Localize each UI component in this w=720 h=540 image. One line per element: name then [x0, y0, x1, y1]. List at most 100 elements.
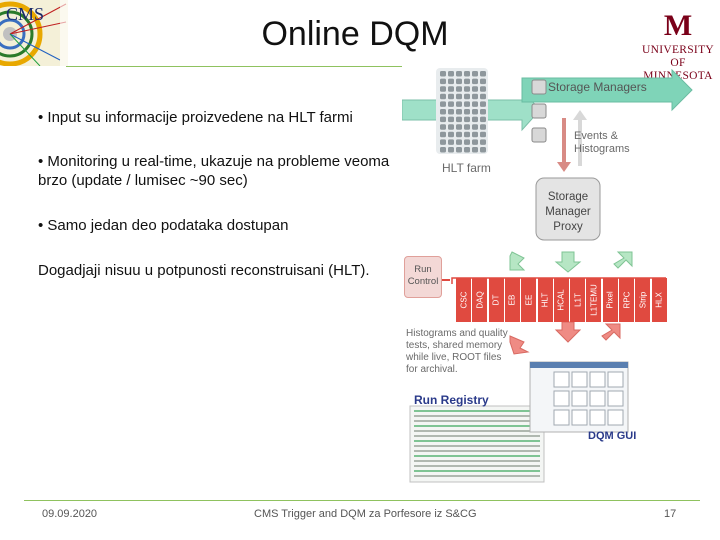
registry-row	[414, 420, 540, 422]
bullet-input: • Input su informacije proizvedene na HL…	[38, 109, 353, 126]
farm-node	[472, 109, 478, 115]
events-histograms-label: Events & Histograms	[574, 130, 630, 155]
farm-node	[440, 147, 446, 153]
farm-node	[480, 116, 486, 123]
detector-l1t: L1T	[570, 278, 586, 322]
farm-node	[440, 116, 446, 123]
dqm-diagram: Storage Managers Events & Histograms HLT…	[402, 66, 720, 486]
farm-node	[456, 78, 462, 85]
farm-node	[480, 109, 486, 115]
farm-node	[480, 147, 486, 153]
farm-node	[464, 139, 470, 145]
gui-plot	[607, 409, 624, 426]
farm-node	[472, 116, 478, 123]
farm-node	[464, 131, 470, 138]
gui-plot	[607, 390, 624, 407]
detector-label: EB	[507, 294, 517, 306]
farm-node	[456, 86, 462, 92]
farm-node	[464, 93, 470, 100]
farm-node	[448, 71, 454, 77]
run-registry-label: Run Registry	[414, 393, 489, 407]
detector-label: L1T	[573, 293, 583, 307]
farm-node	[456, 101, 462, 107]
footer-title: CMS Trigger and DQM za Porfesore iz S&CG	[254, 508, 477, 520]
farm-node	[456, 109, 462, 115]
bullet-monitoring: • Monitoring u real-time, ukazuje na pro…	[38, 153, 390, 189]
arrow-green-left	[509, 251, 526, 271]
farm-node	[456, 93, 462, 100]
farm-node	[464, 78, 470, 85]
farm-node	[464, 86, 470, 92]
farm-node	[456, 124, 462, 130]
detector-daq: DAQ	[472, 278, 488, 322]
cms-logo-text: CMS	[6, 4, 45, 24]
detector-hlt: HLT	[537, 278, 553, 322]
detector-dt: DT	[488, 278, 504, 322]
arrow-green-right	[613, 251, 633, 269]
big-arrow-to-storage	[521, 68, 693, 112]
gui-plot	[553, 390, 570, 407]
farm-node	[472, 78, 478, 85]
farm-node	[472, 93, 478, 100]
gui-plot	[589, 409, 606, 426]
dqm-gui-label: DQM GUI	[588, 430, 637, 442]
farm-node	[480, 124, 486, 130]
registry-row	[414, 470, 540, 472]
detector-label: Strip	[638, 291, 648, 309]
registry-row	[414, 475, 540, 477]
farm-node	[440, 109, 446, 115]
farm-node	[456, 71, 462, 77]
detector-label: DT	[491, 294, 501, 306]
farm-node	[472, 131, 478, 138]
farm-node	[464, 147, 470, 153]
farm-node	[472, 86, 478, 92]
farm-node	[480, 139, 486, 145]
detector-rpc: RPC	[619, 278, 634, 322]
detector-pixel: Pixel	[602, 278, 618, 322]
farm-node	[464, 116, 470, 123]
farm-node	[440, 101, 446, 107]
run-registry-rows	[414, 410, 540, 477]
gui-plot	[571, 409, 588, 426]
detector-label: Pixel	[605, 291, 615, 309]
registry-row	[414, 435, 540, 437]
farm-node	[464, 124, 470, 130]
farm-node	[456, 131, 462, 138]
dqm-gui-plots	[553, 371, 624, 426]
farm-node	[440, 93, 446, 100]
gui-plot	[553, 409, 570, 426]
proxy-box-shape	[535, 177, 601, 241]
gui-plot	[571, 371, 588, 388]
detector-label: HLX	[654, 292, 664, 308]
storage-box-2	[531, 103, 547, 119]
farm-node	[448, 101, 454, 107]
detector-label: DAQ	[475, 291, 485, 309]
arrow-red-right	[601, 323, 621, 341]
farm-node	[456, 116, 462, 123]
farm-node	[440, 86, 446, 92]
farm-node	[472, 101, 478, 107]
hlt-farm-nodes	[440, 71, 486, 153]
registry-row	[414, 440, 540, 442]
hlt-farm-label: HLT farm	[442, 161, 491, 175]
gui-plot	[589, 390, 606, 407]
proxy-label: Storage Manager Proxy	[545, 191, 591, 233]
farm-node	[472, 71, 478, 77]
detector-label: HCAL	[556, 289, 566, 311]
detector-hlx: HLX	[651, 278, 667, 322]
farm-node	[464, 109, 470, 115]
run-control-label: Run Control	[407, 264, 439, 287]
farm-node	[472, 147, 478, 153]
registry-row	[414, 455, 540, 457]
farm-node	[448, 147, 454, 153]
farm-node	[480, 78, 486, 85]
farm-node	[456, 147, 462, 153]
farm-node	[448, 116, 454, 123]
farm-node	[456, 139, 462, 145]
arrow-green-down	[554, 251, 582, 273]
histograms-note: Histograms and quality tests, shared mem…	[406, 328, 508, 375]
detector-ee: EE	[521, 278, 537, 322]
registry-row	[414, 460, 540, 462]
farm-node	[440, 71, 446, 77]
